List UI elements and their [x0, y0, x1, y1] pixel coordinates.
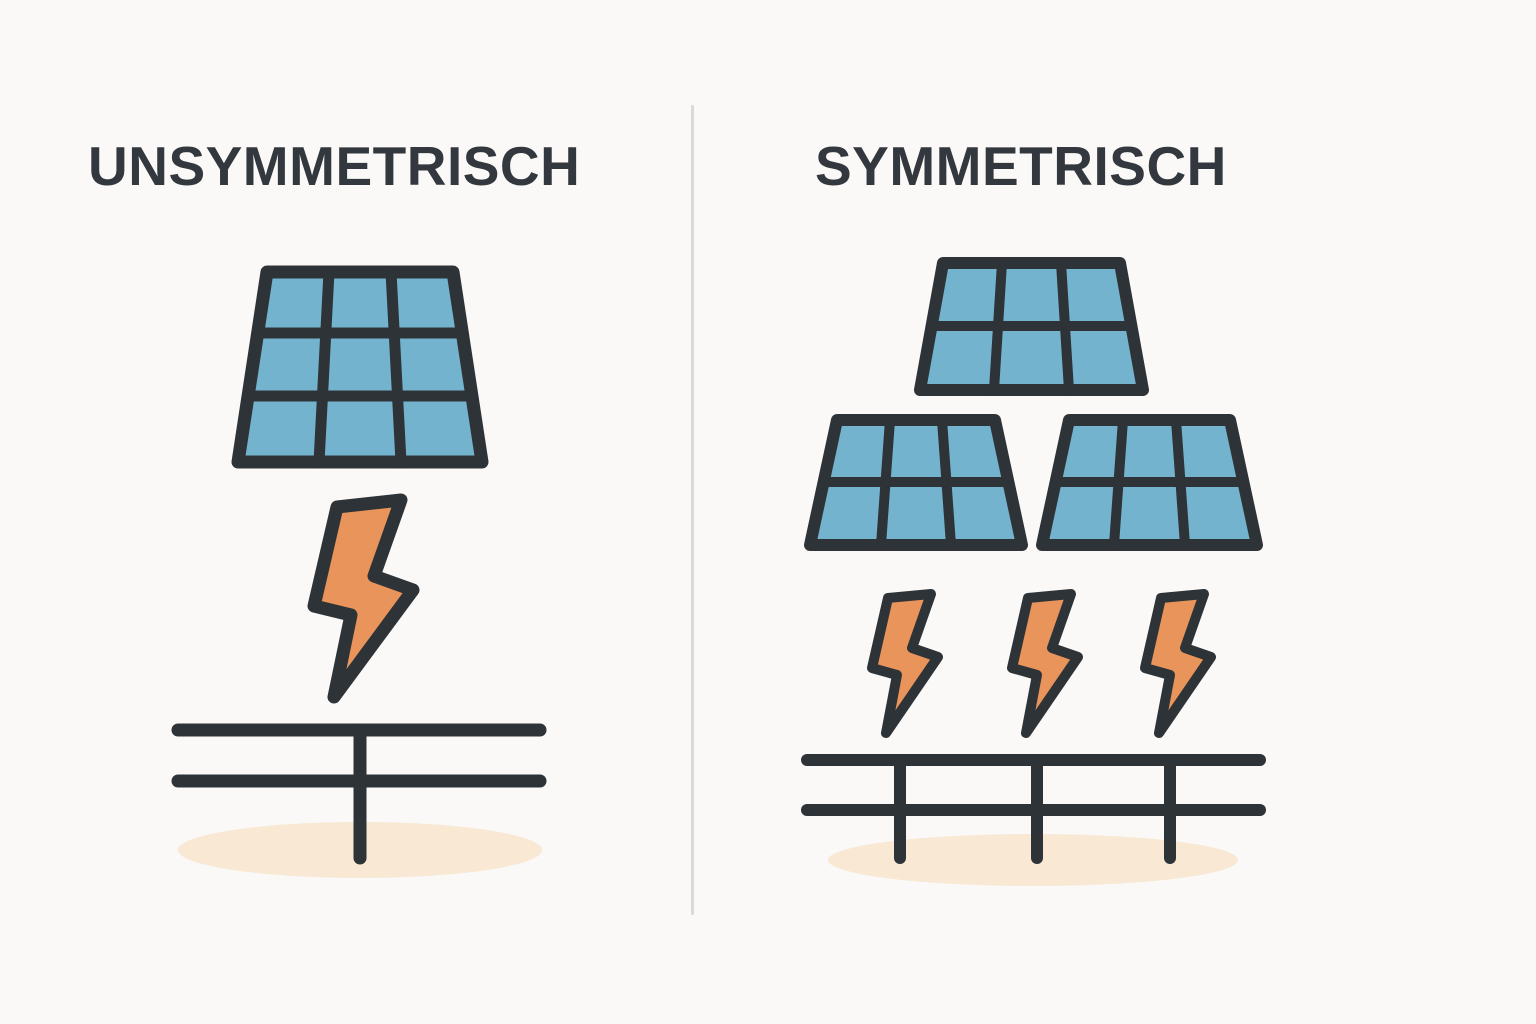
lightning-bolt-icon — [1140, 589, 1216, 738]
lightning-bolt-icon — [867, 589, 943, 738]
solar-panel-icon — [1036, 414, 1263, 551]
section-divider — [691, 105, 694, 915]
power-grid-icon — [171, 723, 547, 865]
left-section-title: UNSYMMETRISCH — [88, 135, 581, 197]
solar-panel-icon — [914, 257, 1149, 396]
lightning-bolt-icon — [307, 493, 420, 704]
solar-panel-icon — [804, 414, 1028, 551]
right-section-title: SYMMETRISCH — [815, 135, 1227, 197]
lightning-bolt-icon — [1007, 589, 1083, 738]
solar-panel-icon — [231, 265, 489, 469]
power-grid-icon — [801, 754, 1266, 864]
